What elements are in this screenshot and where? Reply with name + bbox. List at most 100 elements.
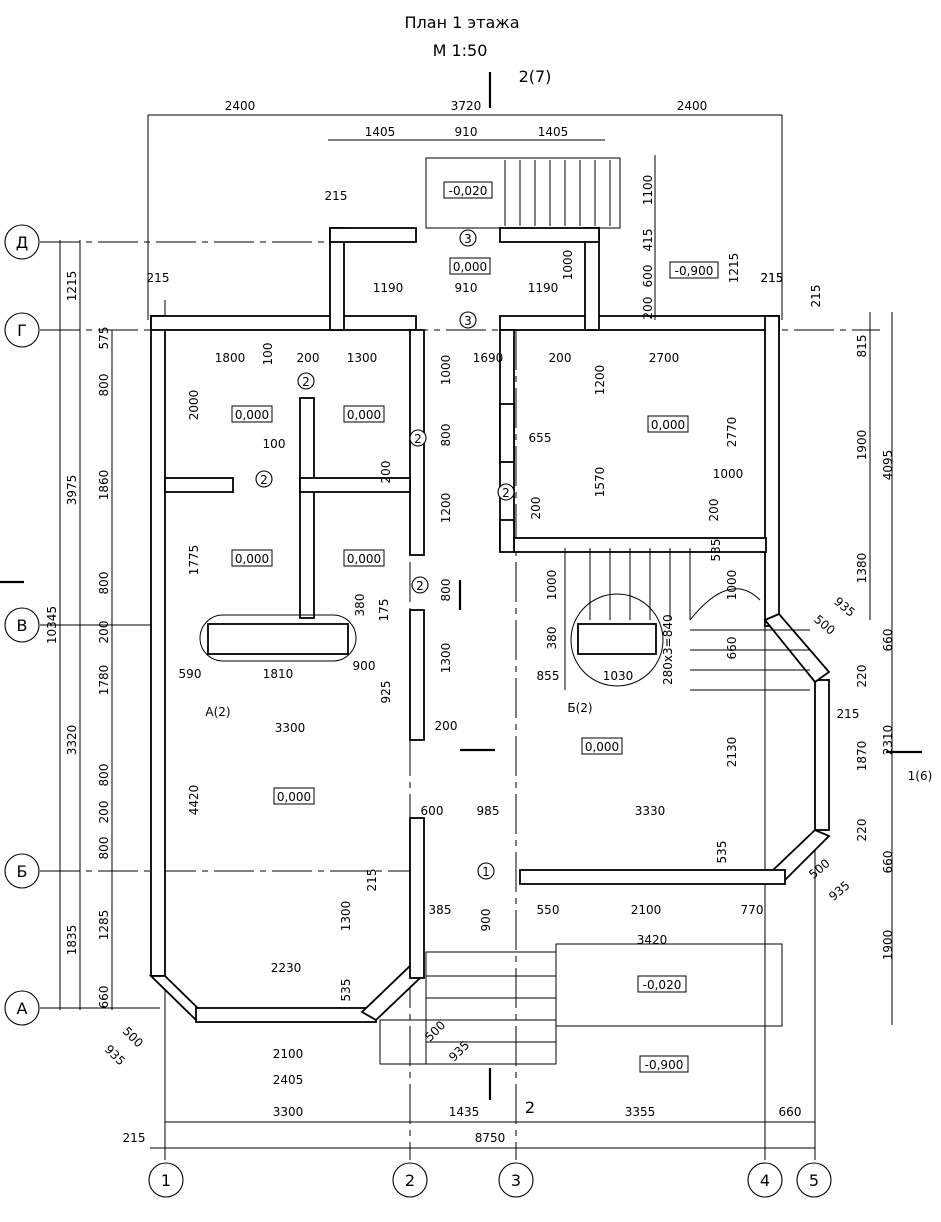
axis-label-row-v: В	[17, 616, 28, 635]
dim-label: 800	[97, 764, 111, 787]
dim-label: 1000	[713, 467, 744, 481]
wall-bottom-left	[195, 1007, 377, 1023]
dim-label: 855	[537, 669, 560, 683]
axis-label-col-5: 5	[809, 1171, 819, 1190]
room-number: 3	[464, 232, 472, 246]
dim-label: 600	[421, 804, 444, 818]
dim-label: 660	[725, 637, 739, 660]
dim-label: 215	[761, 271, 784, 285]
dim-label: 215	[325, 189, 348, 203]
dim-label: 1300	[339, 901, 353, 932]
wall-bay-right	[814, 679, 830, 831]
level-mark: 0,000	[347, 408, 381, 422]
dim-label: 770	[741, 903, 764, 917]
dim-label: 10345	[45, 606, 59, 644]
axis-marker-col-1	[148, 1162, 184, 1198]
dim-label: 1900	[855, 430, 869, 461]
wall-right-upper	[764, 315, 780, 627]
dim-label: 500	[120, 1024, 146, 1050]
dim-label: 800	[439, 424, 453, 447]
dim-label: 1200	[439, 493, 453, 524]
dim-label: 3300	[275, 721, 306, 735]
dim-label: 2230	[271, 961, 302, 975]
dim-label: 590	[179, 667, 202, 681]
dims-right: 1100 415 1000 600 200 1215 215 215 815 1…	[561, 175, 895, 961]
axis-marker-row-v	[4, 607, 40, 643]
axis-label-col-3: 3	[511, 1171, 521, 1190]
axis-label-row-b: Б	[17, 862, 28, 881]
wall-int-bath	[499, 403, 515, 463]
dim-label: 2400	[677, 99, 708, 113]
axis-label-col-2: 2	[405, 1171, 415, 1190]
wall-int-h1	[164, 477, 234, 493]
dim-label: 910	[455, 281, 478, 295]
dims-top: 2400 3720 2400 1405 910 1405 215 215 119…	[147, 99, 784, 295]
dim-label: 2000	[187, 390, 201, 421]
level-mark: 0,000	[585, 740, 619, 754]
dim-label: 1215	[65, 271, 79, 302]
room-number: 3	[464, 314, 472, 328]
dim-label: 215	[365, 869, 379, 892]
dim-label: 1860	[97, 470, 111, 501]
dim-label: 1780	[97, 665, 111, 696]
room-number: 2	[502, 486, 510, 500]
dim-label: 925	[379, 681, 393, 704]
dims-interior: 1800 100 200 1300 1690 200 2700 100 655 …	[179, 343, 764, 1087]
stairs	[379, 157, 810, 1065]
level-mark: 0,000	[277, 790, 311, 804]
dim-label: 660	[881, 851, 895, 874]
dim-label: 1285	[97, 910, 111, 941]
room-number: 2	[302, 375, 310, 389]
dim-label: 380	[545, 627, 559, 650]
dim-label: 935	[826, 878, 853, 903]
level-mark: -0,020	[449, 184, 488, 198]
dim-label: 900	[479, 909, 493, 932]
dim-label: 200	[549, 351, 572, 365]
dim-label: 935	[102, 1042, 128, 1068]
dim-label: 1380	[855, 553, 869, 584]
dim-label: 200	[435, 719, 458, 733]
dim-label: 1300	[439, 643, 453, 674]
oven-b	[577, 623, 657, 655]
wall-center-bottom	[409, 817, 425, 979]
dim-label: 220	[855, 819, 869, 842]
dim-label: 575	[97, 327, 111, 350]
dim-label: 3420	[637, 933, 668, 947]
dim-label: 3720	[451, 99, 482, 113]
dim-label: 800	[439, 579, 453, 602]
dim-label: 1835	[65, 925, 79, 956]
wall-int-bedroom-divider	[299, 397, 315, 619]
room-number: 2	[414, 432, 422, 446]
axis-markers: Д Г В Б А 1 2 3 4 5	[4, 224, 832, 1198]
dim-label: 1300	[347, 351, 378, 365]
dim-label: 660	[881, 629, 895, 652]
dim-label: 2400	[225, 99, 256, 113]
dim-label: 1190	[373, 281, 404, 295]
dims-left: 575 800 1860 800 200 1780 800 200 800 12…	[45, 271, 111, 1009]
dim-label: 1190	[528, 281, 559, 295]
dim-label: 200	[641, 297, 655, 320]
dim-label: 1000	[725, 570, 739, 601]
dim-label: 1000	[545, 570, 559, 601]
axis-marker-row-a	[4, 990, 40, 1026]
dim-label: 215	[147, 271, 170, 285]
dim-label: 550	[537, 903, 560, 917]
section-label-right: 1(6)	[908, 769, 933, 783]
axis-marker-col-3	[498, 1162, 534, 1198]
level-mark: 0,000	[235, 408, 269, 422]
dim-label: 4420	[187, 785, 201, 816]
dim-label: 215	[761, 271, 784, 285]
axis-marker-row-g	[4, 312, 40, 348]
node-label-b: Б(2)	[567, 701, 592, 715]
dim-label: 1870	[855, 741, 869, 772]
plan-scale: М 1:50	[433, 41, 488, 60]
level-mark: 0,000	[235, 552, 269, 566]
wall-int-h2	[299, 477, 411, 493]
dim-label: 800	[97, 837, 111, 860]
dim-label: 815	[855, 335, 869, 358]
wall-vestibule-left	[329, 227, 345, 331]
dim-label: 1215	[727, 253, 741, 284]
stair-label: 280х3=840	[661, 614, 675, 685]
dim-label: 1810	[263, 667, 294, 681]
